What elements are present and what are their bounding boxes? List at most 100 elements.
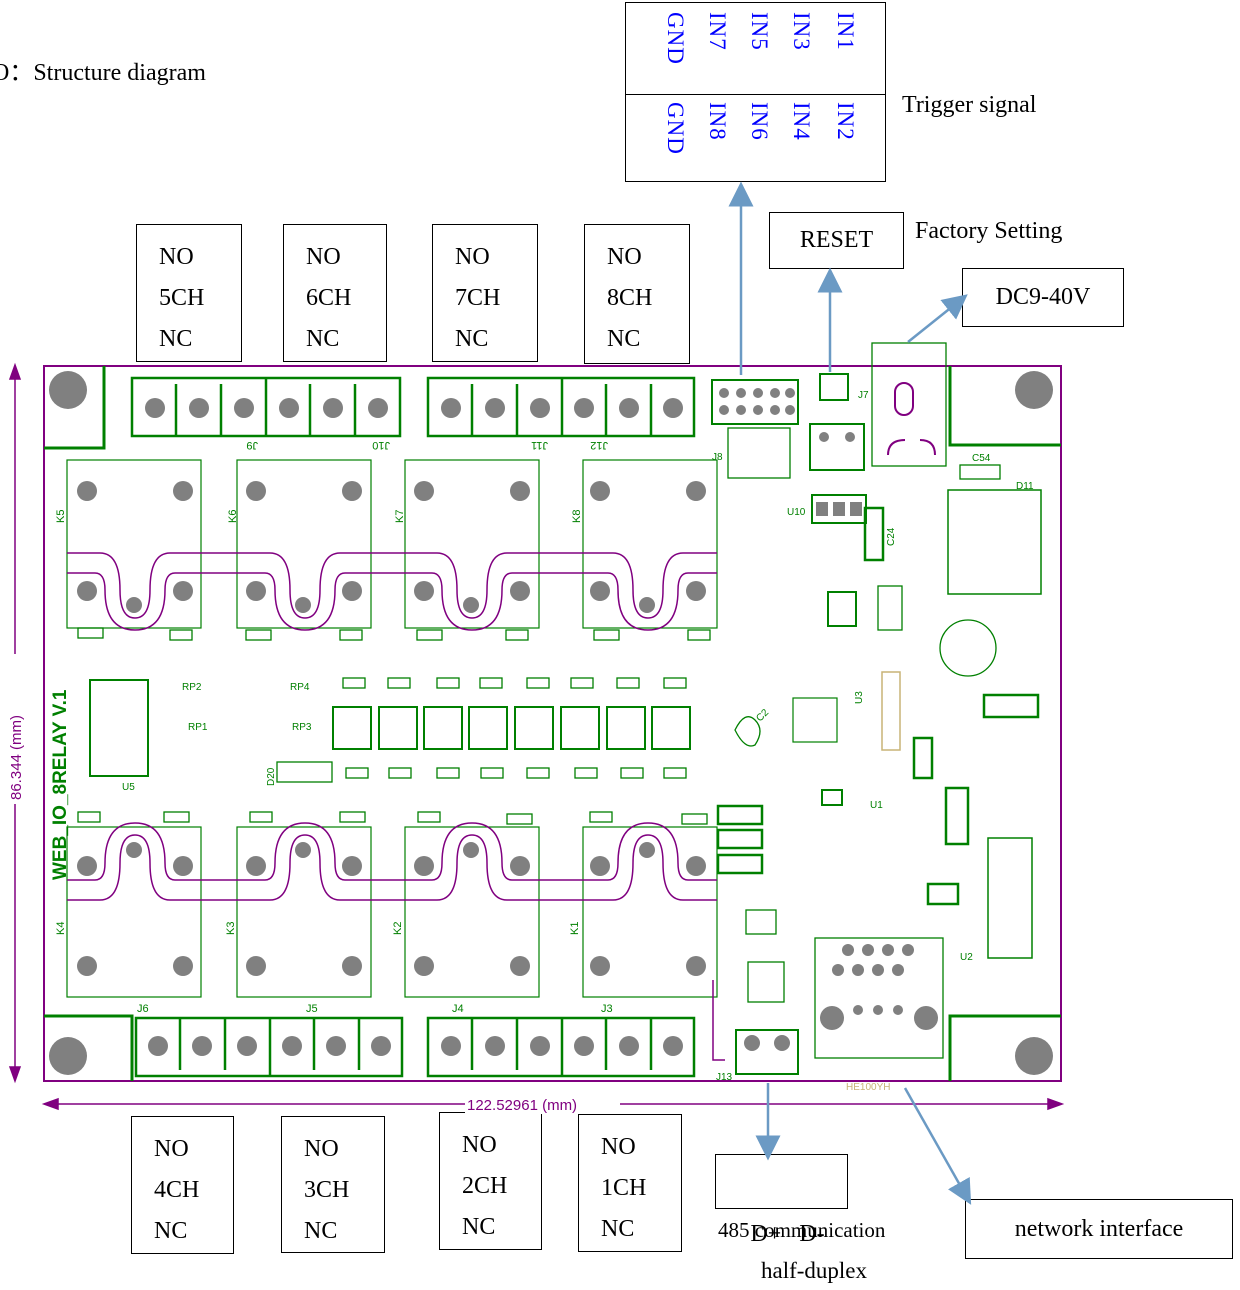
rj45-jack	[814, 937, 944, 1059]
channel-7-name: 7CH	[455, 285, 501, 311]
width-dim-bg	[465, 1094, 620, 1114]
channel-8-nc: NC	[607, 326, 641, 352]
trigger-pin-gnd-bottom: GND	[663, 102, 688, 155]
channel-4-nc: NC	[154, 1218, 188, 1244]
chip-label-u5: U5	[122, 782, 135, 793]
relay-label-k1: K1	[569, 922, 581, 935]
network-box: network interface	[965, 1199, 1233, 1259]
chip-u2-region	[792, 697, 838, 743]
label-d11: D11	[1016, 481, 1034, 492]
reset-switch	[809, 423, 865, 471]
relay-label-k6: K6	[227, 510, 239, 523]
relay-label-k8: K8	[571, 510, 583, 523]
transformer-d11	[947, 489, 1042, 595]
rs485-caption-1: 485 communication	[718, 1218, 886, 1242]
trigger-pin-in4: IN4	[789, 102, 814, 141]
trigger-caption: Trigger signal	[902, 92, 1037, 118]
channel-6-nc: NC	[306, 326, 340, 352]
channel-2-no: NO	[462, 1132, 497, 1158]
reset-label: RESET	[799, 227, 874, 253]
diode-d20	[276, 761, 333, 783]
relay-label-k3: K3	[225, 922, 237, 935]
height-dimension: 86.344 (mm)	[8, 715, 25, 800]
channel-box-7ch: NO 7CH NC	[432, 224, 538, 362]
top-relays	[66, 459, 718, 629]
header-label-j8: J8	[712, 452, 723, 463]
channel-6-name: 6CH	[306, 285, 352, 311]
reset-box: RESET	[769, 212, 904, 269]
channel-5-name: 5CH	[159, 285, 205, 311]
channel-8-name: 8CH	[607, 285, 653, 311]
channel-5-no: NO	[159, 244, 194, 270]
trigger-pin-in7: IN7	[705, 12, 730, 51]
terminal-j13	[735, 1029, 799, 1075]
top-terminal-blocks	[130, 376, 696, 438]
channel-box-8ch: NO 8CH NC	[584, 224, 690, 364]
power-jack-j7	[871, 342, 947, 467]
connector-label-j11: J11	[531, 439, 548, 451]
chip-u5	[89, 679, 149, 777]
relay-label-k7: K7	[394, 510, 406, 523]
channel-3-nc: NC	[304, 1218, 338, 1244]
connector-label-j6: J6	[137, 1003, 149, 1015]
rp2-label: RP2	[182, 682, 202, 693]
diagram-heading: O：Structure diagram	[0, 60, 206, 86]
channel-3-name: 3CH	[304, 1177, 350, 1203]
channel-4-no: NO	[154, 1136, 189, 1162]
height-dim-bg	[6, 654, 26, 804]
callout-arrows	[728, 181, 972, 1205]
channel-5-nc: NC	[159, 326, 193, 352]
reset-caption: Factory Setting	[915, 218, 1063, 244]
width-dimension: 122.52961 (mm)	[467, 1097, 577, 1114]
bottom-terminal-blocks	[134, 1016, 696, 1078]
rs485-box: D+ D-	[715, 1154, 848, 1247]
board-outline	[43, 365, 1062, 1082]
connector-label-j4: J4	[452, 1003, 464, 1015]
channel-1-no: NO	[601, 1134, 636, 1160]
trigger-pin-gnd-top: GND	[663, 12, 688, 65]
trigger-pin-box	[625, 2, 886, 182]
top-relay-keepout	[67, 552, 717, 631]
channel-8-no: NO	[607, 244, 642, 270]
cap-label-c24: C24	[886, 527, 897, 546]
connector-label-j5: J5	[306, 1003, 318, 1015]
connector-label-j12: J12	[590, 439, 608, 451]
optocoupler-row	[332, 706, 691, 750]
trigger-pin-in3: IN3	[789, 12, 814, 51]
channel-box-1ch: NO 1CH NC	[578, 1114, 682, 1252]
terminal-label-j13: J13	[716, 1072, 733, 1083]
channel-7-nc: NC	[455, 326, 489, 352]
cap-label-c54: C54	[972, 453, 991, 464]
relay-label-k4: K4	[55, 922, 67, 935]
channel-box-3ch: NO 3CH NC	[281, 1116, 385, 1253]
channel-2-name: 2CH	[462, 1173, 508, 1199]
relay-label-k2: K2	[392, 922, 404, 935]
connector-label-j10: J10	[372, 439, 390, 451]
channel-6-no: NO	[306, 244, 341, 270]
channel-3-no: NO	[304, 1136, 339, 1162]
trigger-pin-in1: IN1	[833, 12, 858, 51]
header-j8	[711, 379, 799, 425]
trigger-pin-in2: IN2	[833, 102, 858, 141]
network-label: network interface	[1014, 1216, 1184, 1242]
power-box: DC9-40V	[962, 268, 1124, 327]
channel-box-4ch: NO 4CH NC	[131, 1116, 234, 1254]
trigger-pin-in6: IN6	[747, 102, 772, 141]
mounting-holes	[49, 371, 1053, 1075]
chip-label-u3: U3	[854, 691, 865, 704]
channel-1-nc: NC	[601, 1216, 635, 1242]
trigger-pin-in8: IN8	[705, 102, 730, 141]
rp4-label: RP4	[290, 682, 310, 693]
trigger-divider	[626, 94, 885, 95]
bottom-relay-keepout	[67, 822, 725, 1061]
power-label: DC9-40V	[995, 284, 1091, 310]
channel-1-name: 1CH	[601, 1175, 647, 1201]
rp1-label: RP1	[188, 722, 208, 733]
relay-label-k5: K5	[55, 510, 67, 523]
regulator-label-u10: U10	[787, 507, 806, 518]
channel-2-nc: NC	[462, 1214, 496, 1240]
connector-label-j9: J9	[246, 439, 258, 451]
channel-box-5ch: NO 5CH NC	[136, 224, 242, 362]
board-name: WEB_IO_8RELAY V.1	[50, 689, 71, 880]
